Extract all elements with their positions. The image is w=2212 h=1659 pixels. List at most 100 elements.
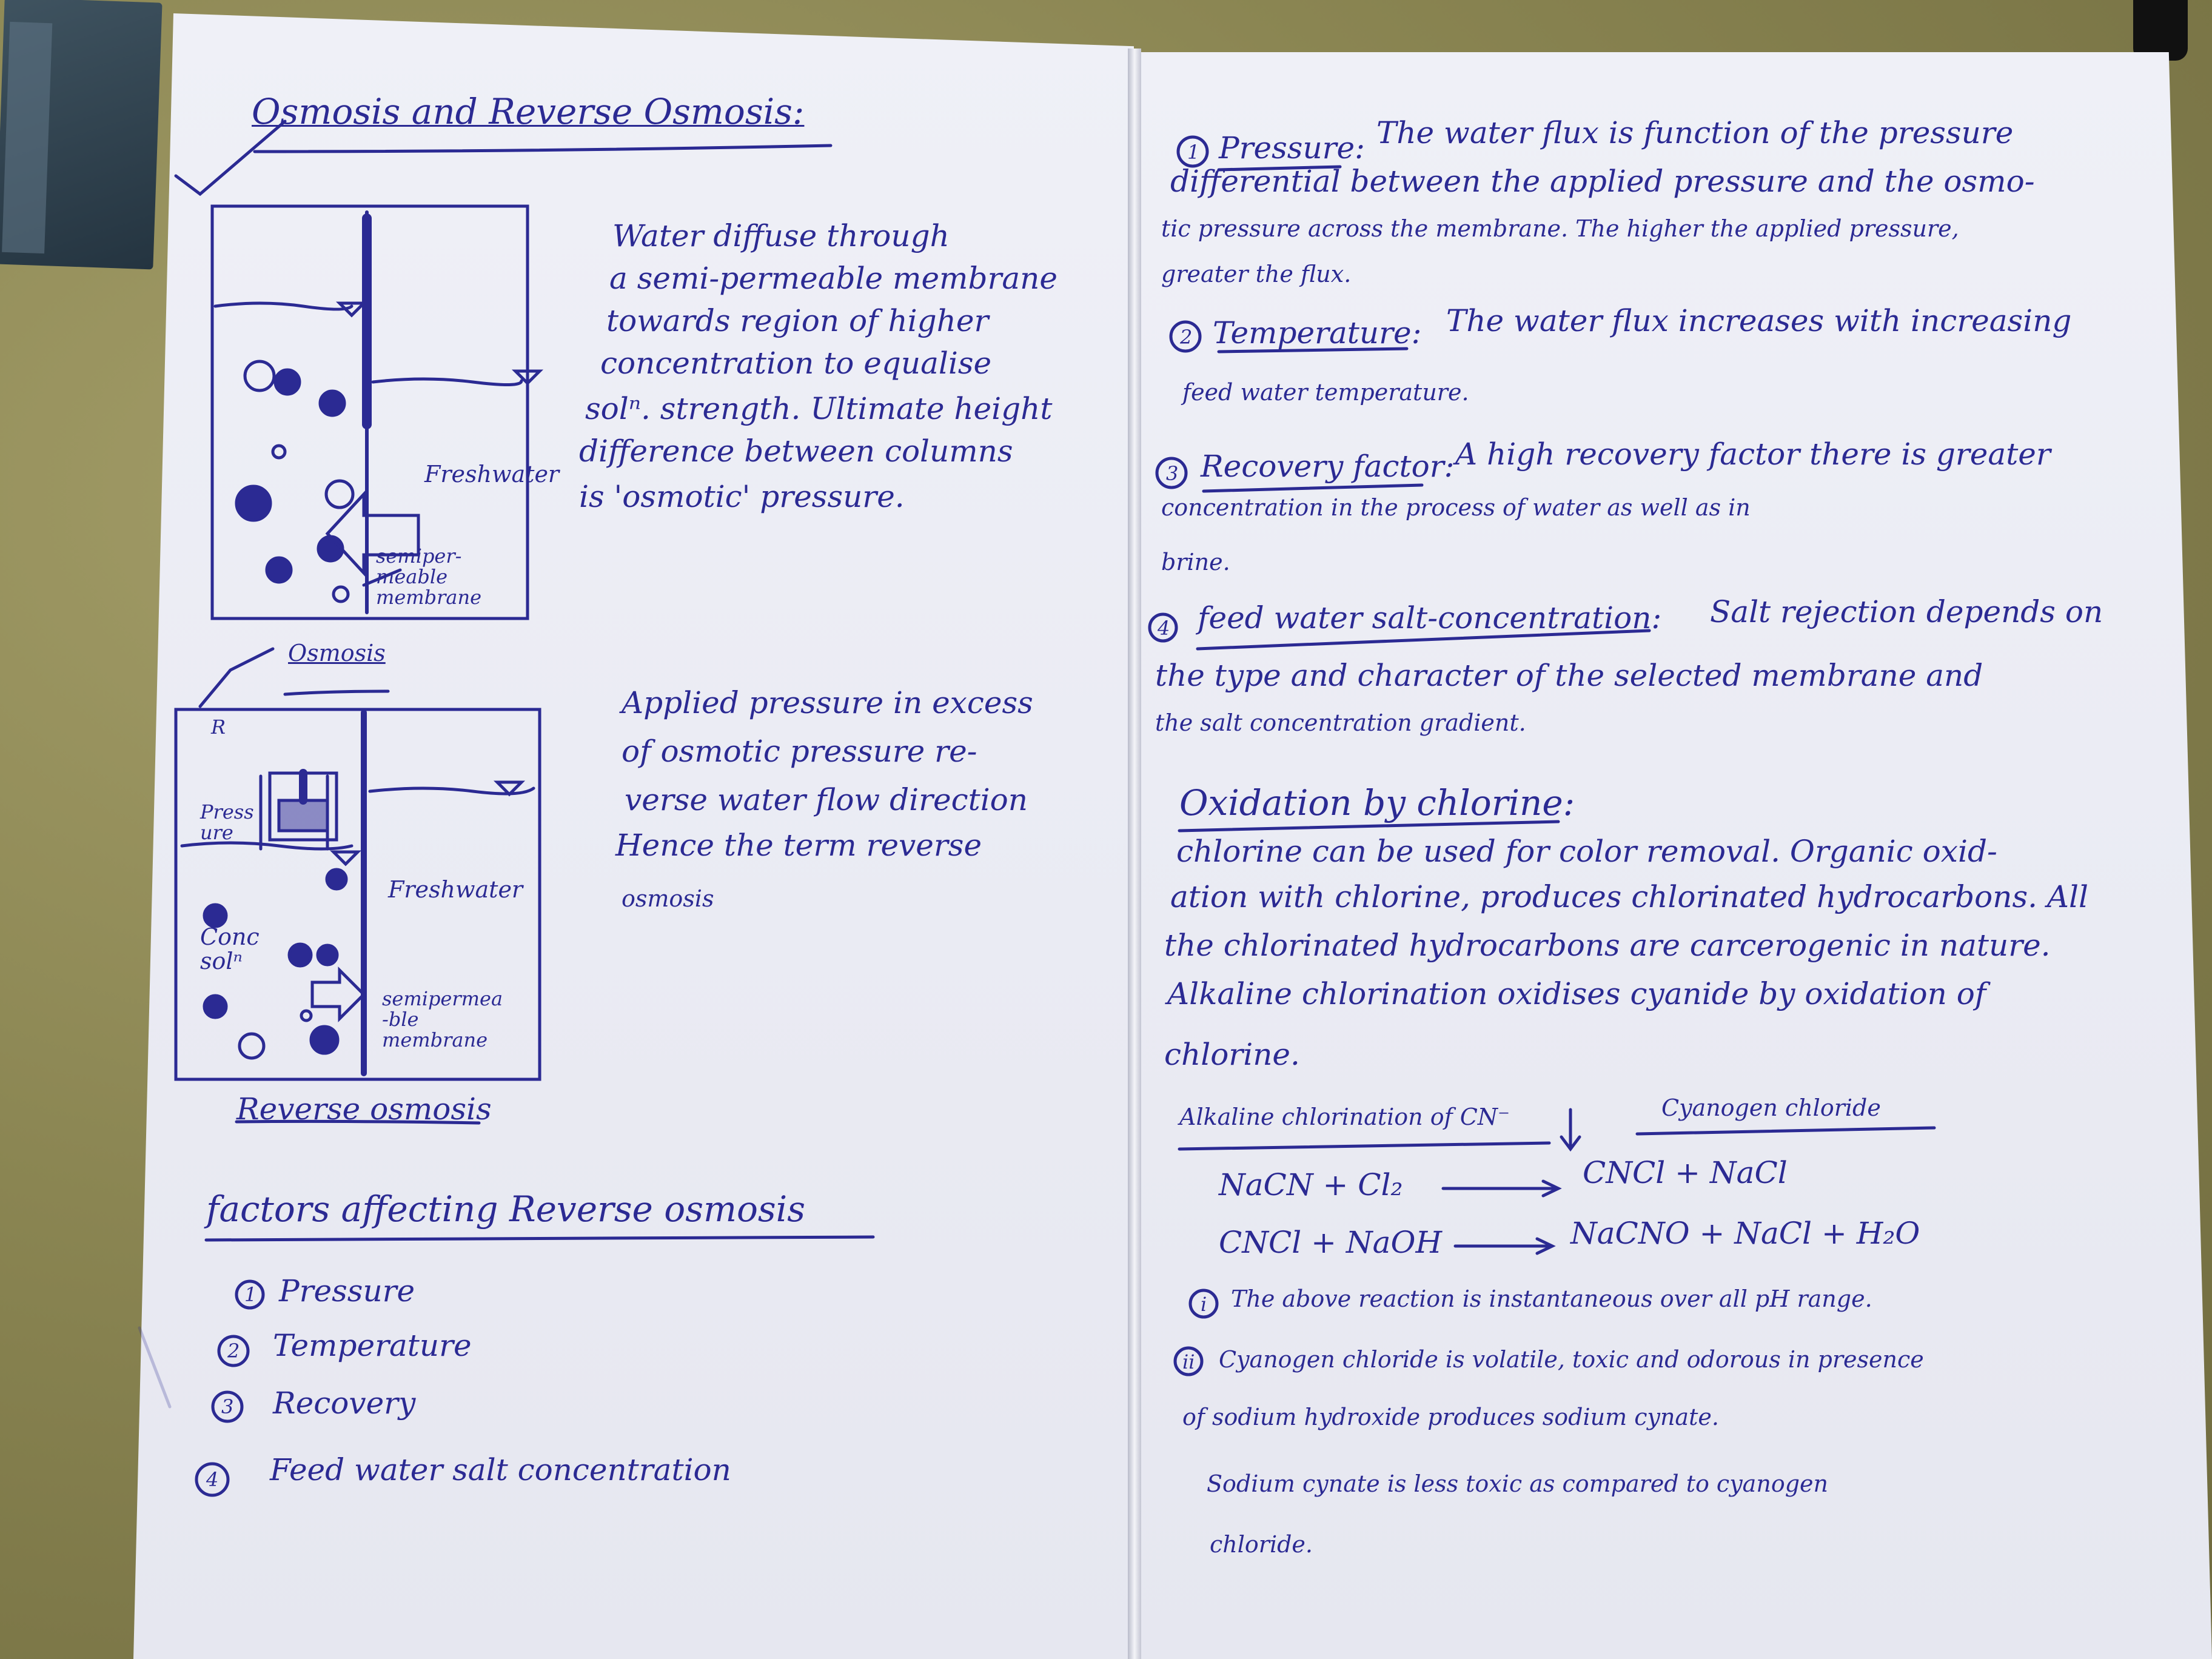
factor-num-circle-1: [235, 1279, 265, 1310]
factor-number: 2: [227, 1339, 240, 1362]
osmosis-text-line: a semi-permeable membrane: [609, 261, 1057, 296]
item-line: tic pressure across the membrane. The hi…: [1161, 215, 1959, 242]
item-number: 1: [1187, 141, 1200, 164]
osmosis-flow-arrow: [325, 490, 420, 577]
molecule-open: [324, 479, 355, 509]
diagram1-freshwater-label: Freshwater: [424, 461, 560, 488]
molecule-solid: [235, 484, 272, 522]
level-marker-1: [335, 301, 368, 318]
note-number: ii: [1182, 1350, 1195, 1373]
item-number: 2: [1180, 326, 1193, 349]
molecule-solid: [309, 1025, 340, 1055]
osmosis-text-line: difference between columns: [579, 434, 1013, 469]
item-line: greater the flux.: [1161, 261, 1352, 287]
diagram2-conc-label: Conc solⁿ: [200, 923, 260, 974]
oxidation-line: the chlorinated hydrocarbons are carcero…: [1164, 928, 2051, 963]
molecule-open: [238, 1032, 266, 1060]
item-heading: Temperature:: [1213, 315, 1422, 350]
ro-water-level-right: [368, 786, 535, 796]
equation-2-left: CNCl + NaOH: [1219, 1225, 1443, 1260]
ro-text-line: osmosis: [622, 885, 714, 912]
osmosis-tank: [210, 204, 529, 620]
item-line: the type and character of the selected m…: [1155, 658, 1983, 693]
diagram2-r-mark: R: [211, 716, 226, 739]
item-line: The water flux is function of the pressu…: [1376, 115, 2014, 150]
item-heading: feed water salt-concentration:: [1198, 600, 1662, 635]
item-heading: Recovery factor:: [1201, 449, 1455, 484]
pressure-underline: [1217, 165, 1342, 172]
note-line: chloride.: [1210, 1531, 1313, 1558]
item-line: the salt concentration gradient.: [1155, 709, 1526, 736]
ro-text-line: Applied pressure in excess: [622, 685, 1033, 720]
down-arrow: [1560, 1108, 1581, 1152]
factor-number: 3: [221, 1395, 234, 1418]
item-num-circle-1: [1176, 135, 1209, 168]
ro-text-line: verse water flow direction: [625, 782, 1028, 817]
item-line: The water flux increases with increasing: [1446, 303, 2072, 338]
factor-item: Temperature: [273, 1328, 472, 1363]
item-line: A high recovery factor there is greater: [1455, 437, 2051, 472]
oxidation-line: ation with chlorine, produces chlorinate…: [1170, 879, 2089, 914]
temperature-underline: [1217, 347, 1409, 354]
note-line: The above reaction is instantaneous over…: [1231, 1285, 1872, 1312]
factor-num-circle-4: [195, 1462, 230, 1497]
diagram2-pressure-label: Press ure: [200, 800, 254, 844]
page-title: Osmosis and Reverse Osmosis:: [252, 91, 805, 132]
note-number: i: [1201, 1293, 1207, 1316]
item-line: feed water temperature.: [1182, 379, 1469, 406]
ro-tank: [174, 708, 541, 1081]
faint-margin-mark: [138, 1326, 172, 1409]
membrane-pointer: [362, 568, 402, 587]
osmosis-tick: [198, 647, 275, 708]
title-tick-mark: [174, 119, 287, 196]
molecule-solid: [203, 903, 228, 928]
molecule-open: [243, 360, 276, 392]
equation-1-right: CNCl + NaCl: [1583, 1155, 1788, 1190]
reaction-heading-underline: [1178, 1141, 1551, 1151]
factor-num-circle-2: [217, 1335, 250, 1367]
osmosis-text-line: towards region of higher: [606, 303, 989, 338]
piston-fill: [277, 799, 329, 833]
reaction-arrow-2: [1453, 1237, 1556, 1255]
diagram2-membrane-label: semipermea -ble membrane: [382, 987, 503, 1051]
item-num-circle-3: [1155, 457, 1188, 489]
equation-2-right: NaCNO + NaCl + H₂O: [1570, 1216, 1920, 1251]
item-line: Salt rejection depends on: [1710, 594, 2103, 629]
ro-text-line: Hence the term reverse: [615, 828, 982, 863]
oxidation-underline: [1178, 820, 1560, 833]
reaction-heading-left: Alkaline chlorination of CN⁻: [1179, 1104, 1510, 1130]
molecule-solid: [273, 368, 301, 396]
molecule-small: [271, 444, 287, 460]
reaction-heading-right: Cyanogen chloride: [1661, 1094, 1881, 1121]
oxidation-line: chlorine.: [1164, 1037, 1300, 1072]
feedwater-underline: [1196, 629, 1651, 651]
item-num-circle-4: [1148, 612, 1178, 643]
oxidation-line: Alkaline chlorination oxidises cyanide b…: [1167, 976, 1986, 1011]
ro-caption-underline: [235, 1119, 481, 1125]
oxidation-line: chlorine can be used for color removal. …: [1176, 834, 1997, 869]
factor-item: Recovery: [273, 1386, 416, 1421]
note-num-circle-i: [1188, 1289, 1219, 1319]
ro-text-line: of osmotic pressure re-: [622, 734, 977, 769]
osmosis-water-level-right: [371, 377, 523, 386]
item-num-circle-2: [1169, 320, 1202, 353]
molecule-solid: [317, 535, 344, 563]
diagram2-freshwater-label: Freshwater: [388, 876, 523, 903]
ro-water-level-left: [180, 841, 354, 851]
factor-number: 4: [206, 1468, 219, 1491]
factor-num-circle-3: [211, 1390, 244, 1423]
molecule-small: [332, 585, 350, 603]
item-heading: Pressure:: [1219, 130, 1365, 166]
factor-item: Pressure: [279, 1273, 415, 1309]
item-number: 4: [1158, 617, 1170, 640]
molecule-solid: [325, 868, 348, 891]
molecule-solid: [287, 942, 313, 968]
equation-1-left: NaCN + Cl₂: [1219, 1167, 1403, 1202]
factor-item: Feed water salt concentration: [270, 1452, 731, 1487]
recovery-underline: [1202, 483, 1424, 493]
level-marker-4: [329, 850, 362, 866]
left-notebook-page: [133, 13, 1134, 1659]
molecule-solid: [318, 389, 346, 417]
reaction-arrow-1: [1441, 1179, 1562, 1198]
